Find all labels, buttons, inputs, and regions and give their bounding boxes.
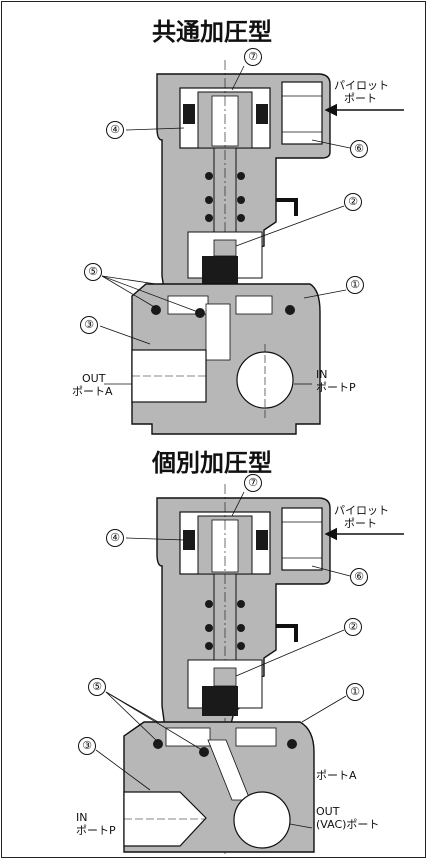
top-out-port-label-line2: ポートA	[72, 385, 113, 398]
bottom-callout-2: ②	[344, 618, 362, 636]
bottom-in-port-label-line2: ポートP	[76, 824, 116, 837]
top-callout-6: ⑥	[350, 140, 368, 158]
bottom-pilot-port-label-line2: ポート	[344, 517, 377, 530]
top-out-port-label-line1: OUT	[82, 372, 106, 385]
bottom-callout-5: ⑤	[88, 678, 106, 696]
top-callout-5: ⑤	[84, 263, 102, 281]
top-callout-1: ①	[346, 276, 364, 294]
bottom-in-port-label-line1: IN	[76, 811, 88, 824]
bottom-valve-drawing	[95, 484, 404, 858]
bottom-pilot-port-label-line1: パイロット	[334, 504, 389, 517]
bottom-callout-7: ⑦	[244, 474, 262, 492]
bottom-callout-1: ①	[346, 683, 364, 701]
bottom-diagram-title: 個別加圧型	[152, 449, 272, 477]
bottom-callout-3: ③	[78, 737, 96, 755]
top-callout-7: ⑦	[244, 48, 262, 66]
bottom-out-port-label-line2: (VAC)ポート	[316, 818, 380, 831]
top-diagram-title: 共通加圧型	[152, 18, 272, 46]
top-callout-2: ②	[344, 193, 362, 211]
top-pilot-port-label-line2: ポート	[344, 92, 377, 105]
top-callout-4: ④	[106, 121, 124, 139]
top-in-port-label-line2: ポートP	[316, 381, 356, 394]
top-pilot-port-label-line1: パイロット	[334, 79, 389, 92]
top-callout-3: ③	[80, 316, 98, 334]
top-in-port-label-line1: IN	[316, 368, 328, 381]
bottom-callout-6: ⑥	[350, 568, 368, 586]
bottom-callout-4: ④	[106, 529, 124, 547]
bottom-port-a-label: ポートA	[316, 769, 357, 782]
top-valve-drawing	[99, 60, 404, 435]
bottom-out-port-label-line1: OUT	[316, 805, 340, 818]
